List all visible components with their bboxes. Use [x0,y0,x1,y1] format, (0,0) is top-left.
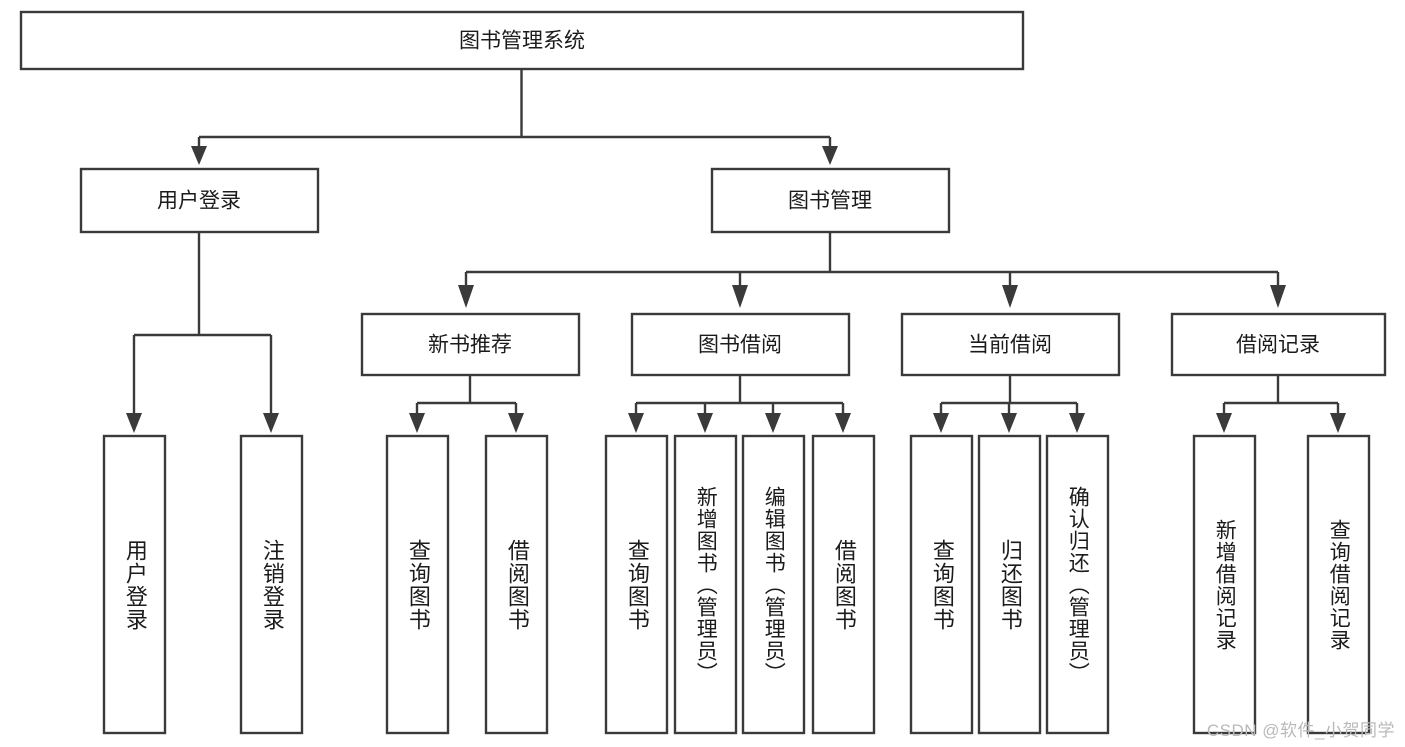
node-box-leaf-add-book[interactable] [673,434,738,735]
arrow-head-leaf-query-book-3 [933,413,949,433]
node-box-leaf-borrow-book-1[interactable] [484,434,549,735]
connector-group-borrowrecord-children [1216,375,1346,433]
node-box-leaf-user-login[interactable] [102,434,167,735]
node-box-user-login[interactable] [79,167,320,234]
arrow-head-leaf-query-book-1 [409,413,425,433]
node-label-newbook-recommend: 新书推荐 [428,334,512,357]
node-box-borrow-record[interactable] [1170,312,1387,377]
node-label-book-borrow: 图书借阅 [698,334,782,357]
node-box-leaf-borrow-book-2[interactable] [811,434,876,735]
connector-group-root-to-level1 [191,69,838,165]
connector-group-currentborrow-children [933,375,1085,433]
node-box-leaf-return-book[interactable] [977,434,1042,735]
node-label-root: 图书管理系统 [459,30,585,53]
node-box-leaf-query-book-3[interactable] [909,434,974,735]
arrow-head-leaf-add-record [1216,413,1232,433]
arrow-head-book-borrow [732,285,748,308]
connector-group-userlogin-children [126,232,279,433]
node-label-book-manage: 图书管理 [788,190,872,213]
node-box-root[interactable] [19,10,1025,71]
arrow-head-book-manage [822,146,838,165]
arrow-head-leaf-return-book [1001,413,1017,433]
node-box-leaf-query-book-2[interactable] [604,434,669,735]
arrow-head-leaf-confirm-return [1069,413,1085,433]
connector-group-bookmanage-children [458,232,1286,308]
node-box-leaf-edit-book[interactable] [741,434,806,735]
node-label-user-login: 用户登录 [157,190,241,213]
arrow-head-leaf-borrow-book-1 [508,413,524,433]
watermark-text: CSDN @软件_小贺同学 [1206,721,1395,740]
node-box-book-borrow[interactable] [630,312,851,377]
arrow-head-leaf-edit-book [765,413,781,433]
arrow-head-borrow-record [1270,285,1286,308]
node-box-book-manage[interactable] [710,167,951,234]
arrow-head-newbook-recommend [458,285,474,308]
node-box-leaf-query-book-1[interactable] [385,434,450,735]
arrow-head-leaf-user-login [126,413,142,433]
node-box-leaf-query-record[interactable] [1306,434,1371,735]
arrow-head-leaf-logout [263,413,279,433]
node-label-borrow-record: 借阅记录 [1236,334,1320,357]
arrow-head-leaf-borrow-book-2 [835,413,851,433]
node-box-leaf-logout[interactable] [239,434,304,735]
arrow-head-leaf-add-book [697,413,713,433]
arrow-head-user-login [191,146,207,165]
node-box-current-borrow[interactable] [900,312,1121,377]
node-label-current-borrow: 当前借阅 [968,334,1052,357]
connector-group-newbook-children [409,375,524,433]
arrow-head-leaf-query-record [1330,413,1346,433]
connector-group-bookborrow-children [628,375,851,433]
node-box-leaf-add-record[interactable] [1192,434,1257,735]
node-box-leaf-confirm-return[interactable] [1045,434,1110,735]
arrow-head-leaf-query-book-2 [628,413,644,433]
node-box-newbook-recommend[interactable] [360,312,581,377]
arrow-head-current-borrow [1002,285,1018,308]
